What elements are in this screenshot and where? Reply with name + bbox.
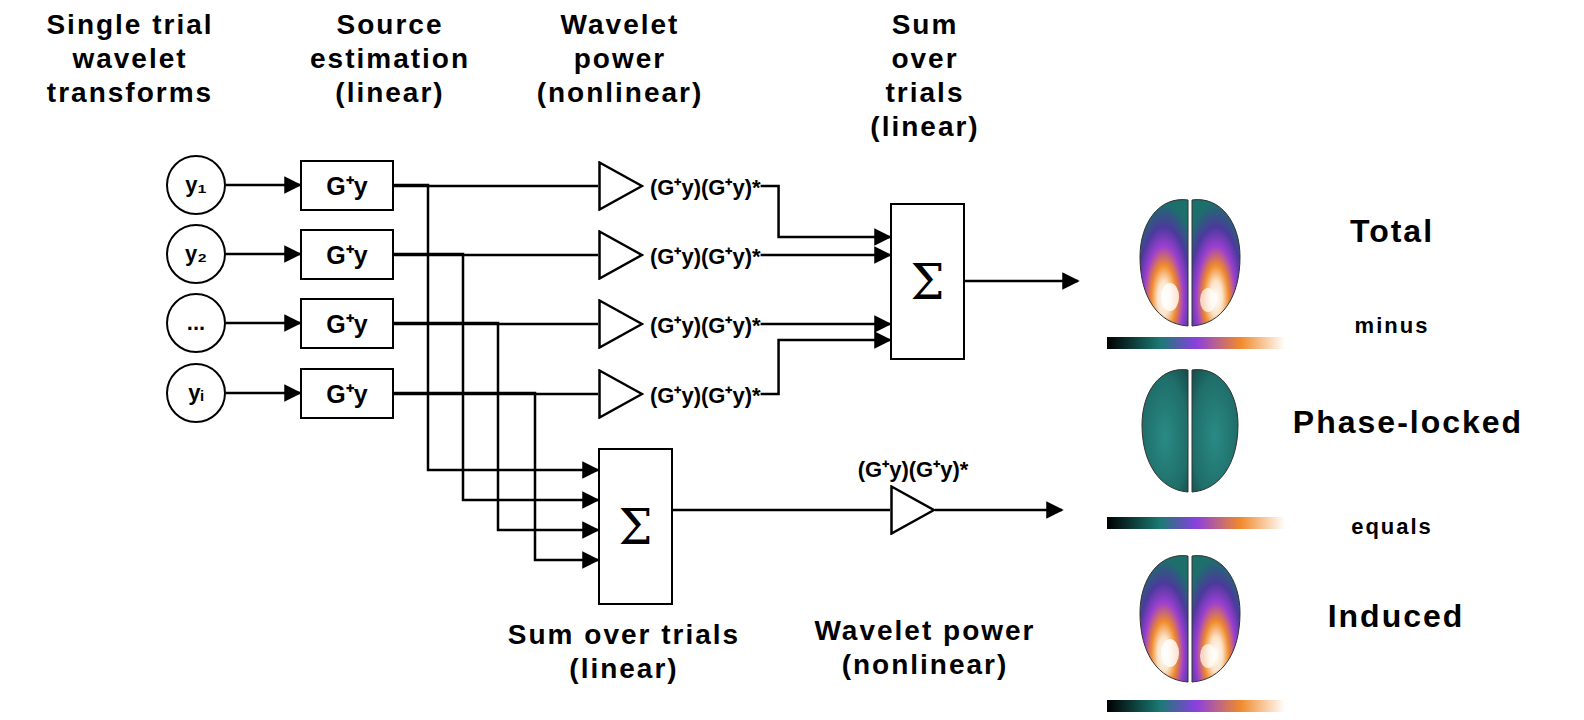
node-text: y₂ <box>185 241 207 267</box>
signal-wire <box>394 323 598 530</box>
brain-total <box>1140 200 1240 326</box>
output-arrow <box>935 509 1062 512</box>
node-text: Σ <box>911 254 945 310</box>
node-text: (G⁺y)(G⁺y)* <box>650 309 761 339</box>
node-text: yᵢ <box>188 380 203 406</box>
signal-wire <box>226 253 300 256</box>
power-amplifier: (G⁺y)(G⁺y)* <box>598 369 761 419</box>
node-text: (G⁺y)(G⁺y)* <box>650 379 761 409</box>
column-heading: Wavelet power (nonlinear) <box>537 8 704 110</box>
result-label: Induced <box>1328 597 1465 636</box>
power-amplifier: (G⁺y)(G⁺y)* <box>598 161 761 211</box>
signal-wire <box>226 392 300 395</box>
signal-wire <box>226 322 300 325</box>
color-bar <box>1107 337 1285 349</box>
source-box: G⁺y <box>300 368 394 419</box>
result-label: equals <box>1351 514 1433 541</box>
signal-wire <box>226 184 300 187</box>
output-arrow <box>965 280 1078 283</box>
node-text: G⁺y <box>326 376 367 410</box>
color-bar <box>1107 700 1285 712</box>
source-box: G⁺y <box>300 229 394 280</box>
input-circle: y₁ <box>166 155 226 215</box>
sum-box: Σ <box>890 203 965 360</box>
input-circle: y₂ <box>166 224 226 284</box>
column-heading: Single trial wavelet transforms <box>23 8 238 110</box>
signal-wire <box>673 509 890 512</box>
amplifier-triangle <box>598 299 644 349</box>
brain-phase-locked <box>1142 370 1238 492</box>
column-heading: Wavelet power (nonlinear) <box>790 614 1060 682</box>
node-text: G⁺y <box>326 306 367 340</box>
node-text: G⁺y <box>326 237 367 271</box>
node-text: (G⁺y)(G⁺y)* <box>650 240 761 270</box>
amplifier-triangle <box>890 485 936 535</box>
amplifier-triangle <box>598 161 644 211</box>
signal-wire <box>394 185 598 470</box>
node-text: G⁺y <box>326 168 367 202</box>
source-box: G⁺y <box>300 160 394 211</box>
amplifier-triangle <box>598 369 644 419</box>
result-label: Total <box>1350 212 1434 251</box>
power-amplifier: (G⁺y)(G⁺y)* <box>598 299 761 349</box>
signal-wire <box>761 254 890 257</box>
signal-wire <box>394 254 598 500</box>
node-text: ... <box>187 310 205 336</box>
column-heading: Sum over trials (linear) <box>870 8 979 145</box>
result-label: Phase-locked <box>1293 403 1523 442</box>
power-amplifier: (G⁺y)(G⁺y)* <box>858 453 969 535</box>
signal-wire <box>761 323 890 326</box>
input-circle: yᵢ <box>166 363 226 423</box>
brain-induced <box>1140 556 1240 682</box>
signal-wire <box>394 393 598 560</box>
node-text: Σ <box>619 499 653 555</box>
column-heading: Sum over trials (linear) <box>474 618 774 686</box>
source-box: G⁺y <box>300 298 394 349</box>
power-amplifier: (G⁺y)(G⁺y)* <box>598 230 761 280</box>
signal-wire <box>761 186 890 237</box>
node-text: y₁ <box>185 172 206 198</box>
sum-box: Σ <box>598 448 673 605</box>
signal-wire <box>761 340 890 394</box>
amplifier-triangle <box>598 230 644 280</box>
color-bar <box>1107 517 1285 529</box>
input-circle: ... <box>166 293 226 353</box>
result-label: minus <box>1355 313 1430 340</box>
node-text: (G⁺y)(G⁺y)* <box>858 453 969 483</box>
column-heading: Source estimation (linear) <box>310 8 470 110</box>
node-text: (G⁺y)(G⁺y)* <box>650 171 761 201</box>
